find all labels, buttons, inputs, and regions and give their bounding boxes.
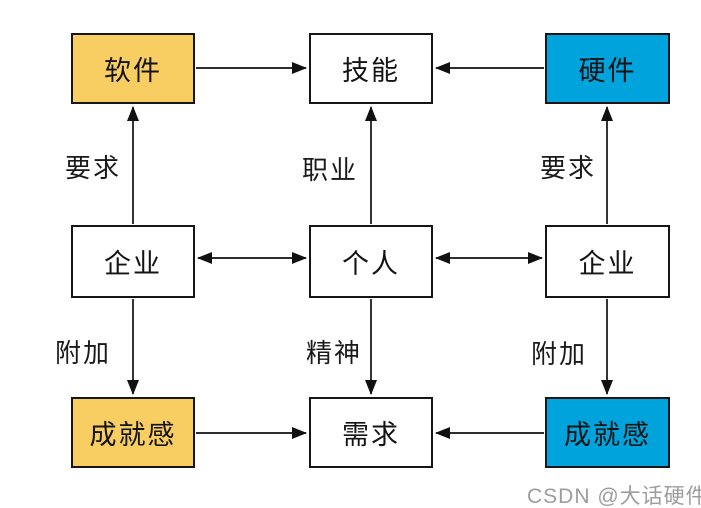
edge-label-additional-left: 附加 <box>55 339 112 368</box>
edge-label-additional-right: 附加 <box>531 340 588 369</box>
box-hardware: 硬件 <box>545 33 670 104</box>
box-company-right: 企业 <box>545 225 670 298</box>
box-achievement-left-label: 成就感 <box>89 420 177 450</box>
csdn-watermark: CSDN @大话硬件 <box>527 485 701 508</box>
edge-label-career: 职业 <box>302 156 359 185</box>
box-software-label: 软件 <box>104 56 162 86</box>
box-achievement-right-label: 成就感 <box>564 420 651 450</box>
box-person-label: 个人 <box>342 249 400 279</box>
box-company-left: 企业 <box>71 225 195 298</box>
box-hardware-label: 硬件 <box>578 56 637 86</box>
box-demand: 需求 <box>309 397 433 468</box>
box-skill-label: 技能 <box>342 56 400 86</box>
edge-label-requirement-left: 要求 <box>65 154 122 183</box>
box-person: 个人 <box>309 225 433 298</box>
box-demand-label: 需求 <box>342 420 400 450</box>
edge-label-requirement-right: 要求 <box>540 154 597 183</box>
box-company-left-label: 企业 <box>104 249 162 279</box>
edge-label-spirit: 精神 <box>306 339 363 368</box>
box-company-right-label: 企业 <box>578 249 637 279</box>
box-achievement-right: 成就感 <box>545 397 670 468</box>
box-software: 软件 <box>71 33 195 104</box>
box-achievement-left: 成就感 <box>71 397 195 468</box>
box-skill: 技能 <box>309 33 433 104</box>
